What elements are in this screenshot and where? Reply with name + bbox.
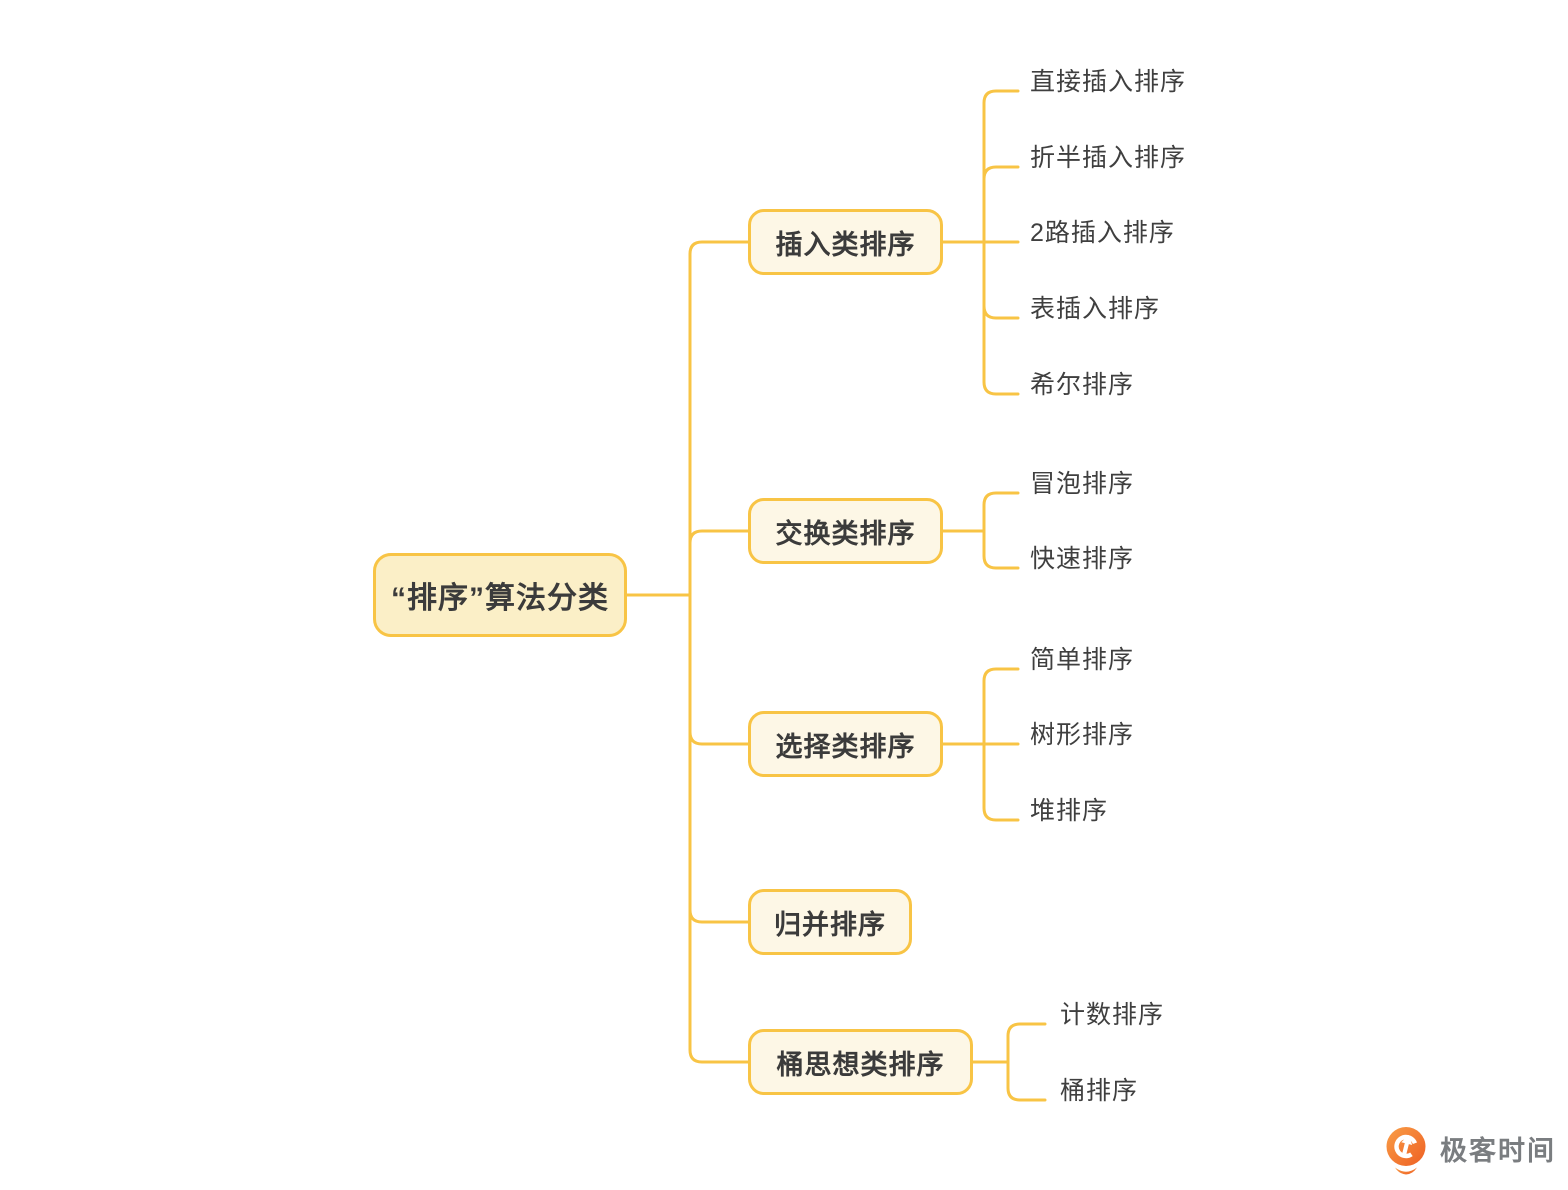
leaf-counting-sort: 计数排序 bbox=[1060, 1001, 1165, 1029]
geektime-logo-icon bbox=[1386, 1127, 1426, 1175]
leaf-heap-sort: 堆排序 bbox=[1030, 797, 1109, 825]
leaf-simple-selection-sort: 简单排序 bbox=[1030, 646, 1135, 674]
leaf-bubble-sort: 冒泡排序 bbox=[1030, 470, 1135, 498]
leaf-two-way-insertion-sort: 2路插入排序 bbox=[1030, 219, 1175, 247]
leaf-binary-insertion-sort: 折半插入排序 bbox=[1030, 144, 1187, 172]
leaf-direct-insertion-sort: 直接插入排序 bbox=[1030, 68, 1187, 96]
geektime-watermark: 极客时间 bbox=[1384, 1126, 1556, 1176]
branch-node-insertion-sorts: 插入类排序 bbox=[748, 209, 943, 275]
branch-node-bucket-idea-sorts: 桶思想类排序 bbox=[748, 1029, 973, 1095]
branch-node-exchange-sorts: 交换类排序 bbox=[748, 498, 943, 564]
leaf-bucket-sort: 桶排序 bbox=[1060, 1077, 1139, 1105]
leaf-tree-sort: 树形排序 bbox=[1030, 721, 1135, 749]
geektime-brand-text: 极客时间 bbox=[1440, 1136, 1556, 1166]
root-node-sorting-classification: “排序”算法分类 bbox=[373, 553, 627, 637]
branch-node-selection-sorts: 选择类排序 bbox=[748, 711, 943, 777]
leaf-shell-sort: 希尔排序 bbox=[1030, 371, 1135, 399]
leaf-quick-sort: 快速排序 bbox=[1030, 545, 1135, 573]
branch-node-merge-sort: 归并排序 bbox=[748, 889, 912, 955]
leaf-list-insertion-sort: 表插入排序 bbox=[1030, 295, 1161, 323]
